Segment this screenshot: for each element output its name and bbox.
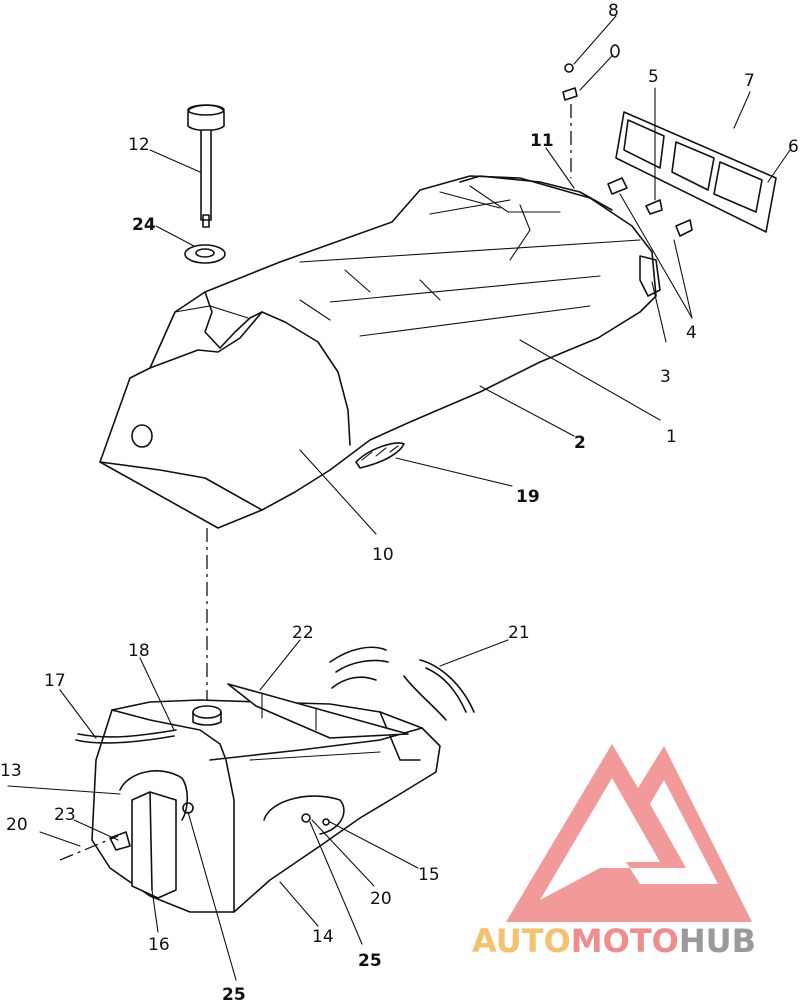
callout-8: 8: [608, 1, 619, 21]
callout-22: 22: [292, 623, 314, 643]
watermark-logo: AUTOMOTOHUB: [472, 744, 756, 960]
fuel-cap: [187, 104, 225, 228]
callout-20-left: 20: [6, 815, 28, 835]
callout-15: 15: [418, 865, 440, 885]
callout-2: 2: [574, 433, 586, 453]
callout-25-left: 25: [222, 985, 246, 1003]
callout-1: 1: [666, 427, 677, 447]
callout-7: 7: [744, 71, 755, 91]
logo-word-auto: AUTO: [472, 922, 571, 960]
callout-14: 14: [312, 927, 334, 947]
logo-triangle-mark: [506, 744, 752, 922]
logo-word-moto: MOTO: [571, 922, 679, 960]
callout-23: 23: [54, 805, 76, 825]
callout-20-right: 20: [370, 889, 392, 909]
callout-25-right: 25: [358, 951, 382, 971]
tank-straps: [75, 646, 475, 744]
callout-19: 19: [516, 487, 540, 507]
callout-3: 3: [660, 367, 671, 387]
callout-5: 5: [648, 67, 659, 87]
callout-4: 4: [686, 323, 697, 343]
svg-text:AUTOMOTOHUB: AUTOMOTOHUB: [472, 922, 756, 960]
callout-11: 11: [530, 131, 554, 151]
callout-10: 10: [372, 545, 394, 565]
seat-assembly: [99, 175, 661, 529]
bolt-washer: [562, 44, 620, 101]
gasket-ring: [184, 244, 226, 264]
callout-13: 13: [0, 761, 22, 781]
callout-24: 24: [132, 215, 156, 235]
logo-word-hub: HUB: [679, 922, 756, 960]
side-bolts: [59, 831, 131, 861]
callout-16: 16: [148, 935, 170, 955]
callout-18: 18: [128, 641, 150, 661]
reflector-plate: [615, 111, 777, 233]
callout-12: 12: [128, 135, 150, 155]
callout-6: 6: [788, 137, 799, 157]
callout-21: 21: [508, 623, 530, 643]
fuel-tank: [91, 699, 441, 913]
rivets: [607, 177, 693, 237]
leader-lines: [7, 15, 791, 981]
callout-17: 17: [44, 671, 66, 691]
